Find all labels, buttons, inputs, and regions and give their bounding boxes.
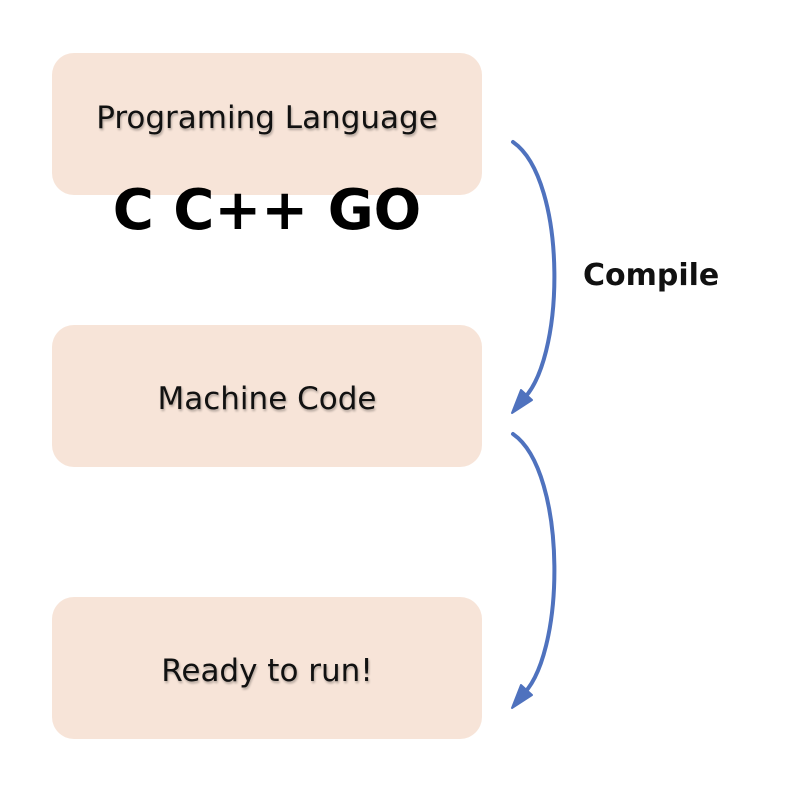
run-arrow xyxy=(511,432,557,709)
compile-label: Compile xyxy=(583,258,720,293)
languages-label: C C++ GO xyxy=(112,178,422,243)
compile-arrow-curve xyxy=(511,140,557,404)
machine-code-box: Machine Code xyxy=(52,325,482,467)
ready-to-run-box: Ready to run! xyxy=(52,597,482,739)
ready-to-run-label: Ready to run! xyxy=(161,653,373,689)
source-code-label: Programing Language xyxy=(96,100,438,136)
source-code-box: Programing Language xyxy=(52,53,482,195)
compile-arrow-head-icon xyxy=(511,389,533,414)
run-arrow-curve xyxy=(511,432,557,699)
compile-arrow xyxy=(511,140,557,414)
machine-code-label: Machine Code xyxy=(157,381,377,417)
run-arrow-head-icon xyxy=(511,684,533,709)
